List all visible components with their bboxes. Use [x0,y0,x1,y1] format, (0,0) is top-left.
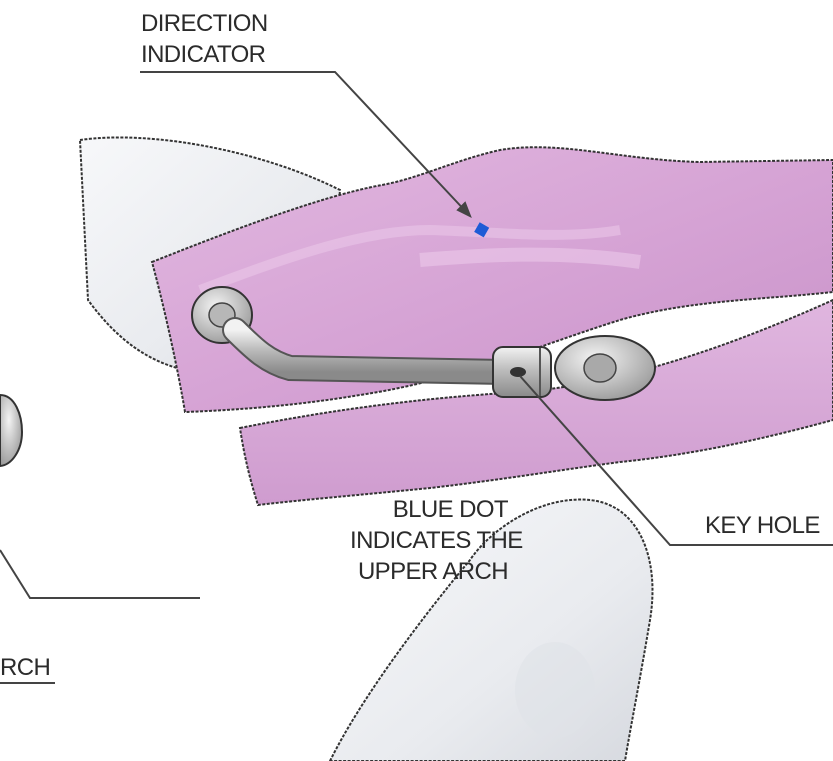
bluedot-leader [0,550,200,598]
label-line: BLUE DOT [350,494,508,525]
blue-dot-label: BLUE DOT INDICATES THE UPPER ARCH [350,494,508,587]
direction-indicator-label: DIRECTION INDICATOR [141,8,268,70]
label-line: DIRECTION [141,8,268,39]
adjacent-part [0,395,22,466]
label-line: INDICATOR [141,39,268,70]
arch-label-cropped: RCH [0,652,50,683]
key-hole-label: KEY HOLE [705,510,820,541]
label-line: UPPER ARCH [350,556,508,587]
label-line: INDICATES THE [350,525,508,556]
key-hole [510,367,526,377]
